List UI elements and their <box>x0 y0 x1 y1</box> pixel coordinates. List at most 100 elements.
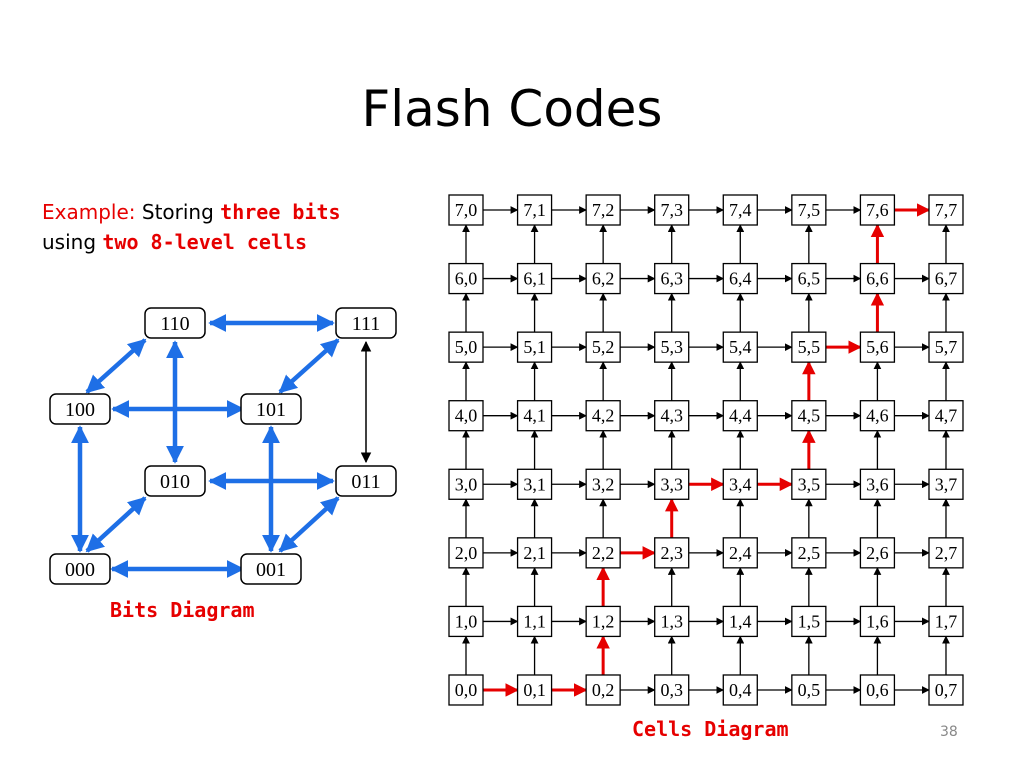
cell-0-6: 0,6 <box>859 674 896 706</box>
cell-0-2: 0,2 <box>585 674 621 706</box>
edge-110-100 <box>85 338 147 394</box>
cell-label: 6,3 <box>660 269 683 289</box>
cell-2-7: 2,7 <box>928 537 964 569</box>
bits-diagram-caption: Bits Diagram <box>110 598 255 622</box>
cell-1-6: 1,6 <box>859 605 896 638</box>
example-text: Example: Storing three bits using two 8-… <box>42 197 341 257</box>
bits-node-101: 101 <box>240 393 302 425</box>
edge-111-101 <box>278 338 340 394</box>
cell-edges <box>462 203 950 697</box>
bits-edges <box>71 314 340 578</box>
cell-label: 3,4 <box>729 474 752 494</box>
cell-label: 3,1 <box>523 474 546 494</box>
cell-label: 1,0 <box>455 611 478 631</box>
cell-7-7: 7,7 <box>928 194 964 226</box>
example-prefix: Example: <box>42 200 136 224</box>
cell-label: 3,7 <box>935 474 958 494</box>
cell-0-7: 0,7 <box>928 674 964 706</box>
cell-1-3: 1,3 <box>654 605 690 638</box>
cell-label: 1,1 <box>523 611 546 631</box>
cell-6-3: 6,3 <box>654 262 690 295</box>
cell-label: 5,5 <box>798 337 821 357</box>
cell-label: 7,6 <box>866 200 889 220</box>
cell-6-6: 6,6 <box>859 262 896 295</box>
cell-label: 7,7 <box>935 200 958 220</box>
cell-3-5: 3,5 <box>791 468 827 500</box>
cell-3-1: 3,1 <box>516 468 553 500</box>
cell-0-5: 0,5 <box>791 674 827 706</box>
cells-diagram-caption: Cells Diagram <box>632 717 789 741</box>
node-label: 011 <box>351 471 380 493</box>
cell-label: 2,5 <box>798 543 821 563</box>
cell-label: 5,1 <box>523 337 546 357</box>
example-three-bits: three bits <box>220 200 341 224</box>
cell-label: 7,0 <box>455 200 478 220</box>
node-label: 001 <box>256 559 286 581</box>
cell-label: 3,5 <box>798 474 821 494</box>
cell-label: 6,0 <box>455 269 478 289</box>
cell-4-5: 4,5 <box>791 400 827 432</box>
cell-6-1: 6,1 <box>516 262 553 295</box>
cell-5-4: 5,4 <box>722 331 758 363</box>
cell-1-1: 1,1 <box>516 605 553 638</box>
edge-010-000 <box>85 496 147 553</box>
cell-7-6: 7,6 <box>859 194 896 226</box>
cell-6-5: 6,5 <box>791 262 827 295</box>
cell-0-4: 0,4 <box>722 674 758 706</box>
cell-4-7: 4,7 <box>928 400 964 432</box>
cell-5-6: 5,6 <box>859 331 896 363</box>
cell-3-6: 3,6 <box>859 468 896 500</box>
cell-4-6: 4,6 <box>859 400 896 432</box>
cell-7-0: 7,0 <box>448 194 484 226</box>
bits-node-010: 010 <box>144 465 206 497</box>
cell-label: 4,5 <box>798 406 821 426</box>
cell-4-1: 4,1 <box>516 400 553 432</box>
node-label: 010 <box>160 471 190 493</box>
cell-label: 3,3 <box>660 474 683 494</box>
cell-label: 7,1 <box>523 200 546 220</box>
example-line-2: using two 8-level cells <box>42 227 341 257</box>
bits-node-011: 011 <box>335 465 397 497</box>
cell-label: 3,2 <box>592 474 615 494</box>
cell-4-4: 4,4 <box>722 400 758 432</box>
cell-7-4: 7,4 <box>722 194 758 226</box>
bits-node-111: 111 <box>335 307 397 339</box>
cell-label: 1,4 <box>729 611 752 631</box>
cell-3-0: 3,0 <box>448 468 484 500</box>
cell-2-4: 2,4 <box>722 537 758 569</box>
cell-3-4: 3,4 <box>722 468 758 500</box>
cell-label: 5,6 <box>866 337 889 357</box>
cell-label: 2,0 <box>455 543 478 563</box>
cell-5-0: 5,0 <box>448 331 484 363</box>
cell-5-1: 5,1 <box>516 331 553 363</box>
cell-label: 1,6 <box>866 611 889 631</box>
cell-label: 2,1 <box>523 543 546 563</box>
node-label: 000 <box>65 559 95 581</box>
bits-node-000: 000 <box>49 553 111 585</box>
cell-label: 6,7 <box>935 269 958 289</box>
slide-title: Flash Codes <box>361 80 663 138</box>
cell-label: 6,2 <box>592 269 615 289</box>
bits-node-100: 100 <box>49 393 111 425</box>
cell-2-2: 2,2 <box>585 537 621 569</box>
cell-3-3: 3,3 <box>654 468 690 500</box>
cell-label: 0,5 <box>798 680 821 700</box>
cell-label: 0,3 <box>660 680 683 700</box>
example-storing: Storing <box>135 200 221 224</box>
cell-label: 2,7 <box>935 543 958 563</box>
cell-label: 3,6 <box>866 474 889 494</box>
cell-label: 4,4 <box>729 406 752 426</box>
cell-5-3: 5,3 <box>654 331 690 363</box>
node-label: 111 <box>352 313 381 335</box>
cell-1-4: 1,4 <box>722 605 758 638</box>
cell-label: 5,4 <box>729 337 752 357</box>
cell-2-6: 2,6 <box>859 537 896 569</box>
cell-6-0: 6,0 <box>448 262 484 295</box>
cell-label: 4,3 <box>660 406 683 426</box>
page-number: 38 <box>940 724 958 740</box>
cell-4-2: 4,2 <box>585 400 621 432</box>
node-label: 101 <box>256 399 286 421</box>
node-label: 110 <box>160 313 189 335</box>
